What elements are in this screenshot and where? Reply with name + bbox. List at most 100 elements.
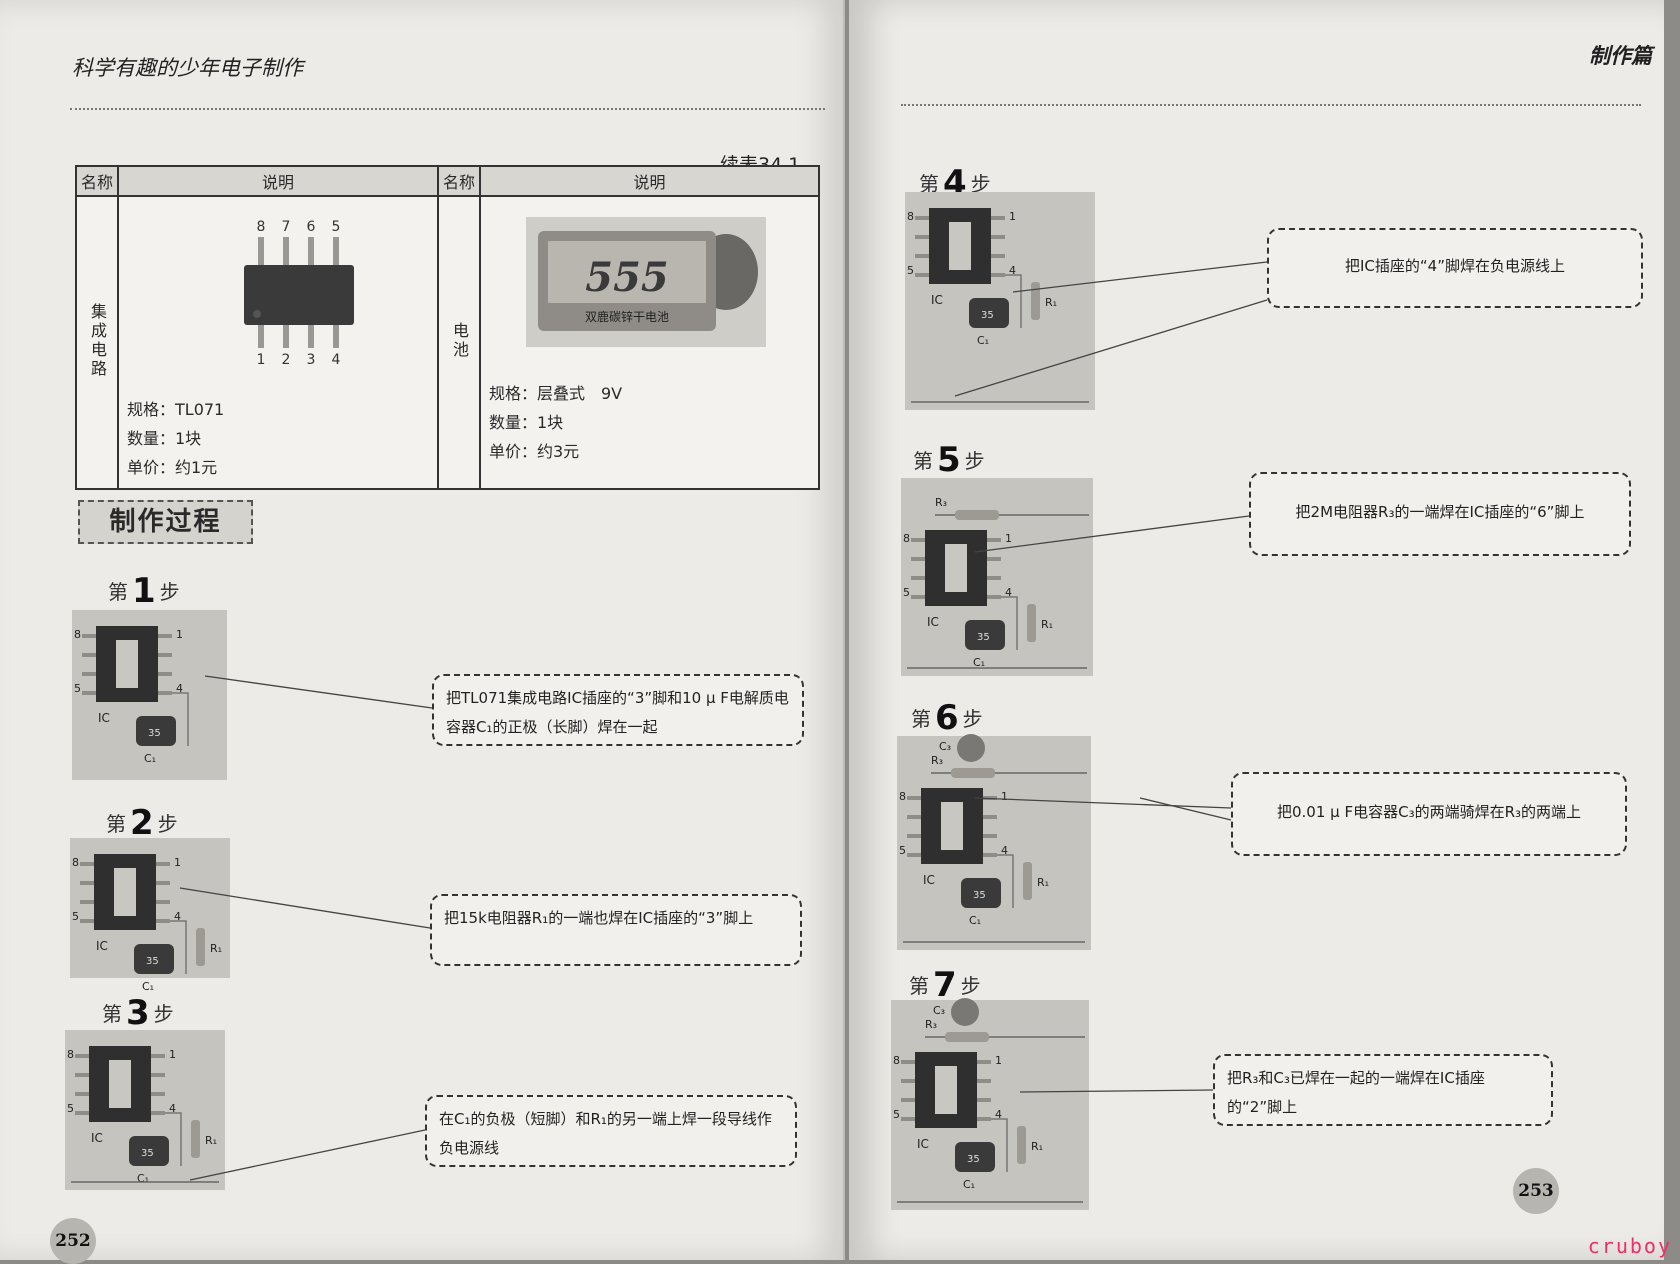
svg-text:C₁: C₁ [137, 1172, 149, 1185]
left-page: 科学有趣的少年电子制作 续表34.1 名称 说明 名称 说明 集成电路 8 7 … [0, 0, 845, 1264]
svg-text:C₁: C₁ [977, 334, 989, 347]
svg-text:IC: IC [927, 615, 939, 629]
svg-text:IC: IC [96, 939, 108, 953]
svg-text:35: 35 [967, 1154, 980, 1165]
svg-text:IC: IC [91, 1131, 103, 1145]
watermark: cruboy [1587, 1234, 1672, 1258]
svg-text:4: 4 [1001, 844, 1008, 857]
svg-text:C₁: C₁ [973, 656, 985, 669]
table-header-name-1: 名称 [75, 165, 119, 197]
svg-text:IC: IC [931, 293, 943, 307]
header-rule-right [901, 104, 1641, 106]
svg-text:IC: IC [917, 1137, 929, 1151]
svg-text:1: 1 [1001, 790, 1008, 803]
table-header-name-2: 名称 [437, 165, 481, 197]
svg-text:4: 4 [995, 1108, 1002, 1121]
svg-text:4: 4 [1009, 264, 1016, 277]
svg-text:8: 8 [74, 628, 81, 641]
svg-text:1: 1 [176, 628, 183, 641]
svg-text:4: 4 [1005, 586, 1012, 599]
step-3-callout: 在C₁的负极（短脚）和R₁的另一端上焊一段导线作负电源线 [425, 1095, 797, 1167]
svg-text:3: 3 [307, 352, 316, 368]
svg-text:R₁: R₁ [205, 1134, 217, 1147]
svg-text:C₃: C₃ [933, 1004, 945, 1017]
svg-text:R₁: R₁ [1041, 618, 1053, 631]
svg-text:C₁: C₁ [969, 914, 981, 927]
svg-text:R₁: R₁ [1045, 296, 1057, 309]
svg-text:5: 5 [67, 1102, 74, 1115]
svg-text:35: 35 [981, 310, 994, 321]
svg-text:35: 35 [977, 632, 990, 643]
svg-text:5: 5 [907, 264, 914, 277]
svg-text:1: 1 [1009, 210, 1016, 223]
svg-text:35: 35 [973, 890, 986, 901]
svg-text:8: 8 [67, 1048, 74, 1061]
part-name-battery: 电池 [437, 195, 481, 490]
svg-text:35: 35 [141, 1148, 154, 1159]
svg-text:R₃: R₃ [931, 754, 943, 767]
svg-text:C₃: C₃ [939, 740, 951, 753]
step-7-callout: 把R₃和C₃已焊在一起的一端焊在IC插座的“2”脚上 [1213, 1054, 1553, 1126]
svg-text:C₁: C₁ [963, 1178, 975, 1191]
svg-text:5: 5 [332, 219, 341, 235]
svg-text:7: 7 [282, 219, 291, 235]
step-2-callout: 把15k电阻器R₁的一端也焊在IC插座的“3”脚上 [430, 894, 802, 966]
svg-text:2: 2 [282, 352, 291, 368]
svg-text:5: 5 [903, 586, 910, 599]
svg-text:C₁: C₁ [142, 980, 154, 993]
svg-text:1: 1 [1005, 532, 1012, 545]
svg-text:IC: IC [923, 873, 935, 887]
svg-text:4: 4 [332, 352, 341, 368]
svg-text:1: 1 [174, 856, 181, 869]
step-4-callout: 把IC插座的“4”脚焊在负电源线上 [1267, 228, 1643, 308]
battery-spec-lines: 规格：层叠式 9V 数量：1块 单价：约3元 [489, 384, 623, 461]
svg-text:5: 5 [893, 1108, 900, 1121]
section-title: 制作过程 [78, 500, 253, 544]
svg-text:1: 1 [995, 1054, 1002, 1067]
step-6-callout: 把0.01 μ F电容器C₃的两端骑焊在R₃的两端上 [1231, 772, 1627, 856]
svg-text:R₁: R₁ [1031, 1140, 1043, 1153]
svg-text:R₃: R₃ [925, 1018, 937, 1031]
svg-text:8: 8 [72, 856, 79, 869]
svg-text:1: 1 [257, 352, 266, 368]
table-header-desc-1: 说明 [117, 165, 439, 197]
svg-text:8: 8 [257, 219, 266, 235]
svg-text:8: 8 [907, 210, 914, 223]
table-header-desc-2: 说明 [479, 165, 820, 197]
battery-image: 555 双鹿碳锌干电池 [526, 217, 766, 347]
ic-spec-lines: 规格：TL071 数量：1块 单价：约1元 [127, 400, 225, 477]
svg-text:8: 8 [893, 1054, 900, 1067]
part-desc-battery: 555 双鹿碳锌干电池 规格：层叠式 9V 数量：1块 单价：约3元 [479, 195, 820, 490]
svg-text:双鹿碳锌干电池: 双鹿碳锌干电池 [585, 309, 669, 324]
svg-text:8: 8 [899, 790, 906, 803]
svg-text:IC: IC [98, 711, 110, 725]
part-desc-ic: 8 7 6 5 1 2 3 4 [117, 195, 439, 490]
page-number-right: 253 [1513, 1168, 1559, 1214]
svg-text:5: 5 [74, 682, 81, 695]
page-number-left: 252 [50, 1218, 96, 1264]
svg-text:6: 6 [307, 219, 316, 235]
svg-text:5: 5 [72, 910, 79, 923]
svg-text:8: 8 [903, 532, 910, 545]
svg-text:35: 35 [148, 728, 161, 739]
svg-text:R₃: R₃ [935, 496, 947, 509]
svg-text:35: 35 [146, 956, 159, 967]
part-name-ic: 集成电路 [75, 195, 119, 490]
svg-text:4: 4 [176, 682, 183, 695]
svg-text:5: 5 [899, 844, 906, 857]
ic-chip-image: 8 7 6 5 1 2 3 4 [229, 217, 369, 368]
svg-text:4: 4 [169, 1102, 176, 1115]
running-head-right: 制作篇 [1589, 44, 1652, 68]
